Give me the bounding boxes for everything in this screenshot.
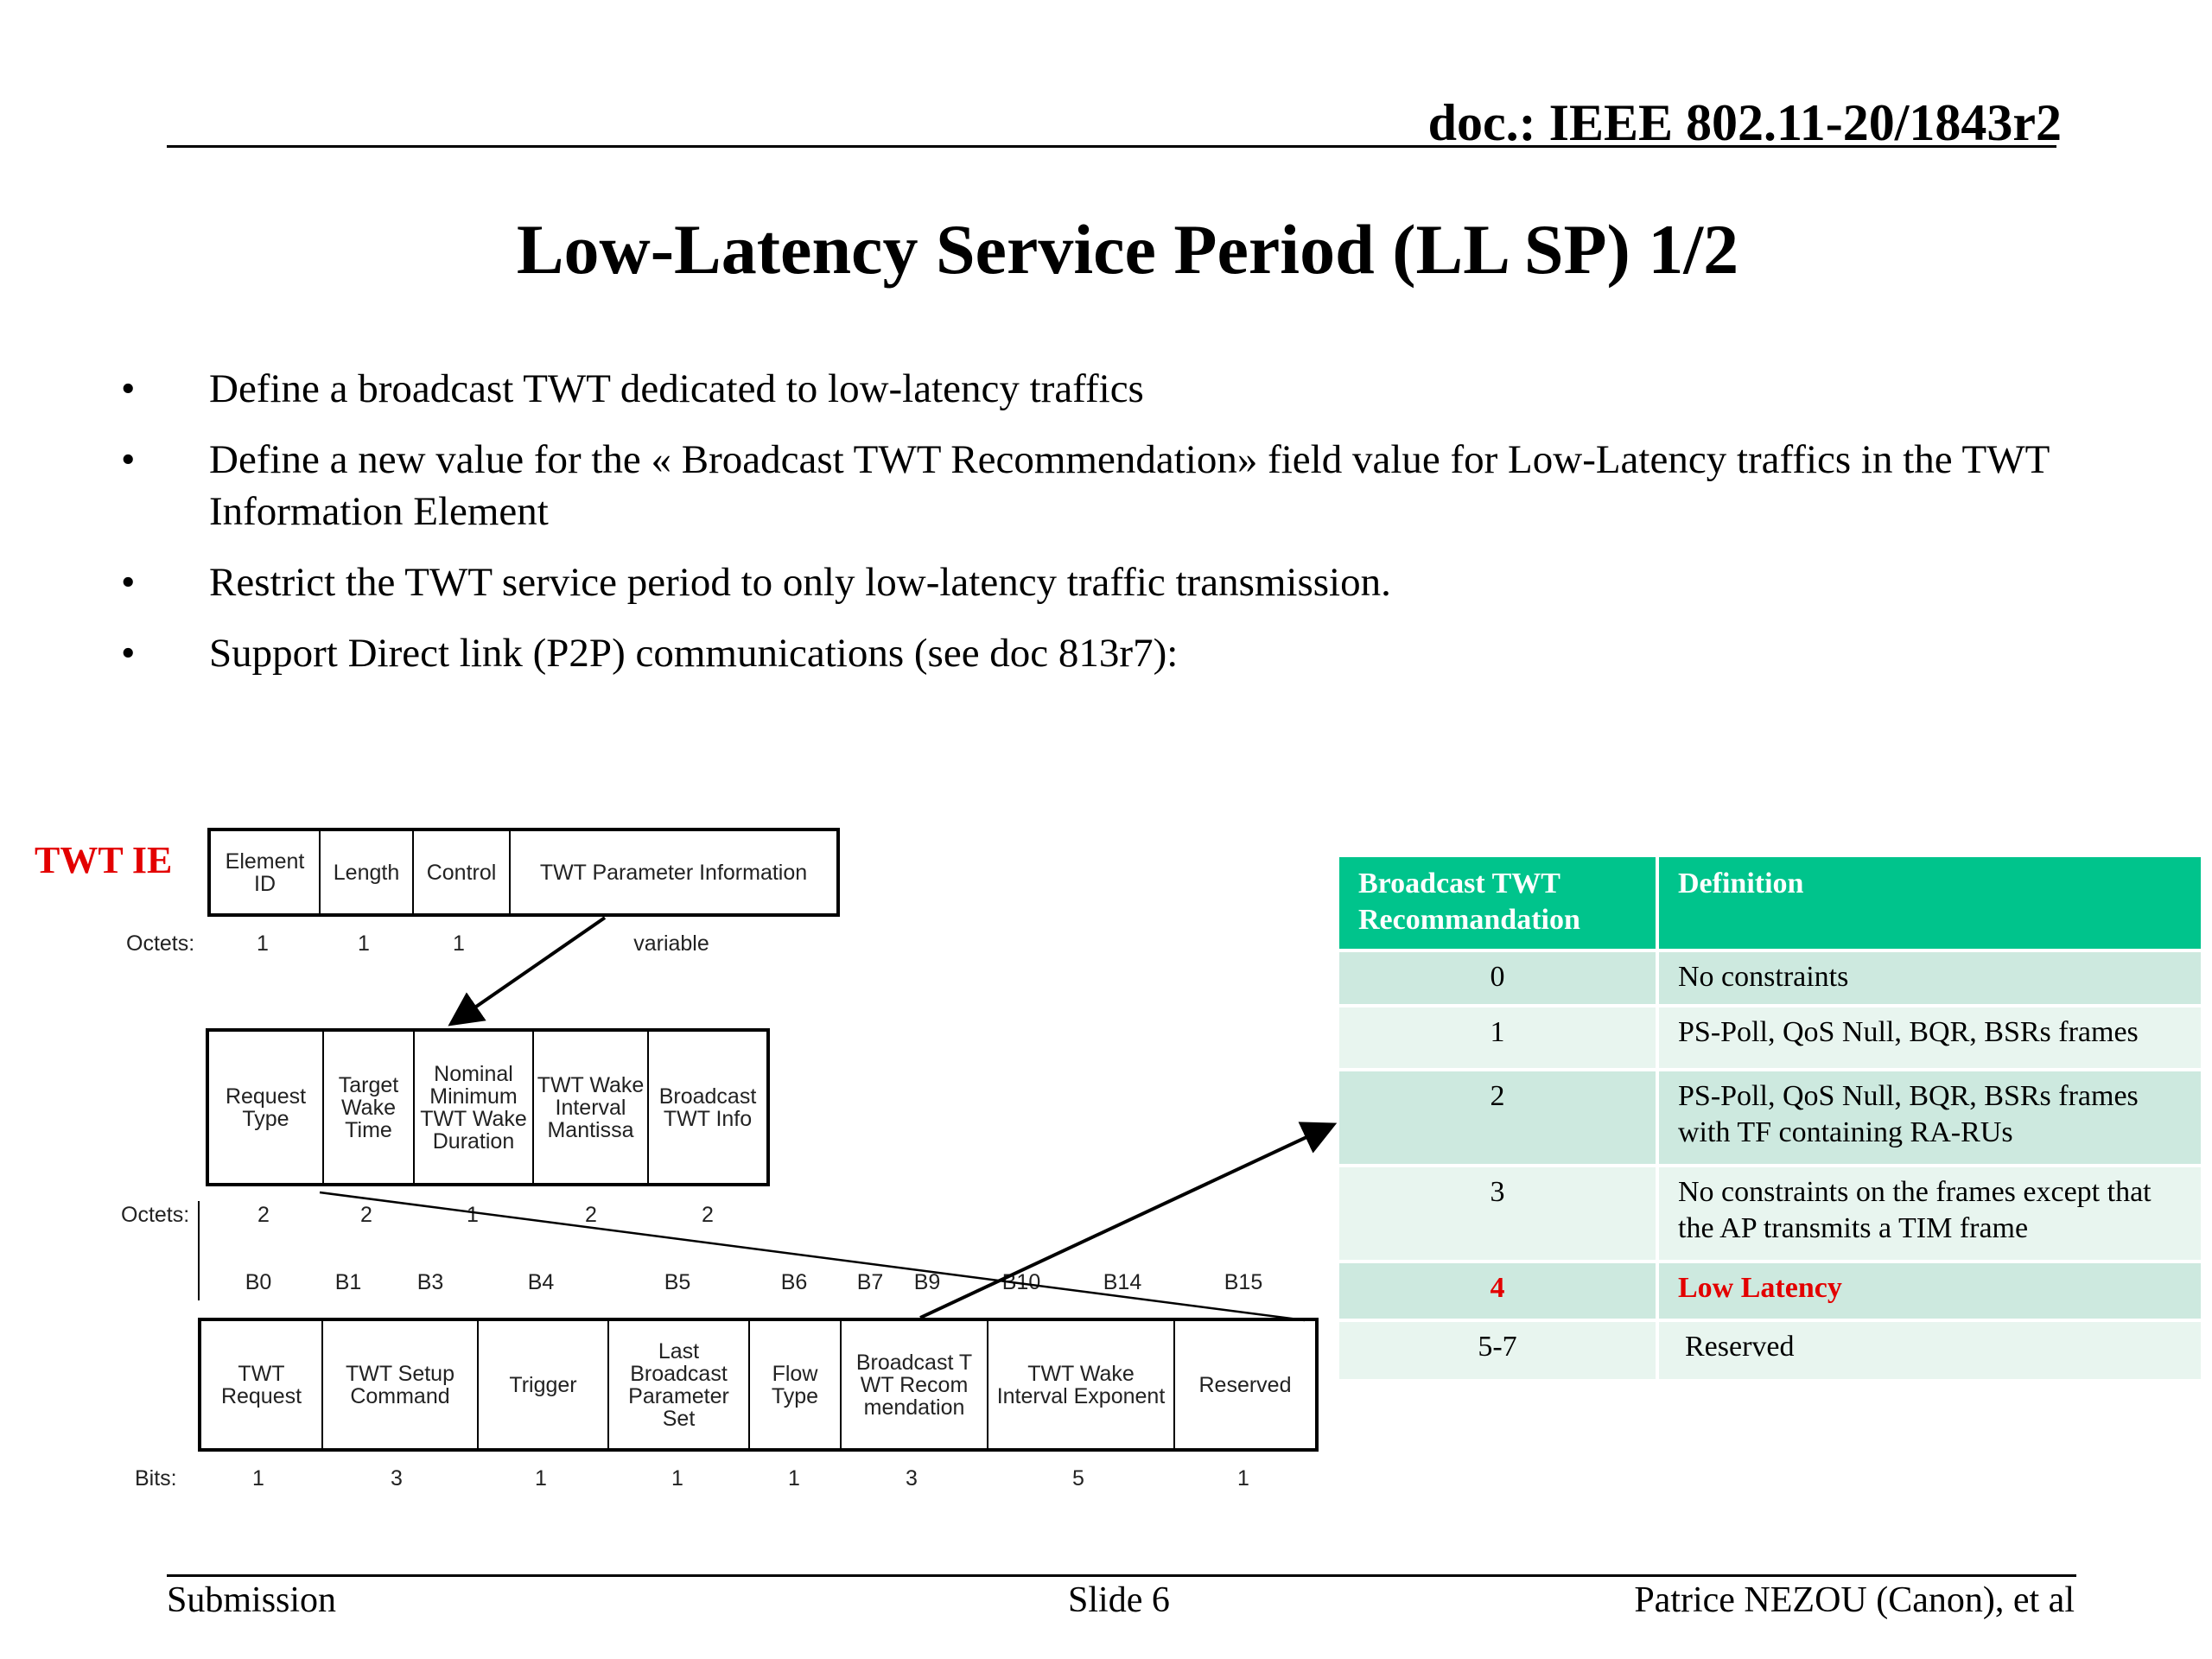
req-bit-value: 5 bbox=[1072, 1466, 1084, 1491]
bit-label: B4 bbox=[527, 1270, 555, 1294]
table-row: 1 PS-Poll, QoS Null, BQR, BSRs frames bbox=[1339, 1004, 2201, 1068]
table-cell-value: 2 bbox=[1339, 1071, 1659, 1164]
table-cell-value: 5-7 bbox=[1339, 1322, 1659, 1379]
recommendation-table: Broadcast TWT Recommandation Definition … bbox=[1339, 857, 2201, 1379]
request-type-box: TWT Request TWT Setup Command Trigger La… bbox=[198, 1318, 1319, 1452]
table-row: 3 No constraints on the frames except th… bbox=[1339, 1164, 2201, 1260]
param-octets-label: Octets: bbox=[121, 1203, 190, 1227]
table-cell-value: 0 bbox=[1339, 952, 1659, 1004]
bullet-marker: • bbox=[121, 366, 136, 411]
param-octet-value: 2 bbox=[257, 1203, 270, 1227]
param-octet-value: 2 bbox=[702, 1203, 714, 1227]
req-bit-value: 1 bbox=[1237, 1466, 1249, 1491]
table-row: 5-7 Reserved bbox=[1339, 1319, 2201, 1379]
field-twt-setup-command: TWT Setup Command bbox=[323, 1321, 479, 1448]
field-reserved: Reserved bbox=[1198, 1372, 1292, 1397]
bit-label: B5 bbox=[664, 1270, 691, 1294]
ie-octets-label: Octets: bbox=[126, 931, 195, 956]
bullet-marker: • bbox=[121, 631, 136, 676]
footer-author: Patrice NEZOU (Canon), et al bbox=[1634, 1580, 2075, 1620]
bullet-marker: • bbox=[121, 560, 136, 605]
footer-slide-number: Slide 6 bbox=[1068, 1580, 1170, 1620]
param-octet-value: 2 bbox=[585, 1203, 597, 1227]
bullet-item: •Restrict the TWT service period to only… bbox=[121, 556, 2091, 608]
table-cell-definition: No constraints on the frames except that… bbox=[1678, 1176, 2152, 1244]
table-cell-definition: Low Latency bbox=[1678, 1272, 1842, 1304]
field-flow-type: Flow Type bbox=[750, 1321, 842, 1448]
arrow-ie-to-params bbox=[448, 916, 607, 1027]
field-trigger: Trigger bbox=[479, 1321, 609, 1448]
field-target-wake-time: Target Wake Time bbox=[324, 1032, 415, 1183]
field-nominal-min-wake-duration: Nominal Minimum TWT Wake Duration bbox=[415, 1032, 534, 1183]
bit-label: B7 bbox=[856, 1270, 884, 1294]
ie-octet-value: 1 bbox=[358, 931, 370, 956]
bit-label: B15 bbox=[1224, 1270, 1263, 1294]
table-cell-value: 1 bbox=[1339, 1007, 1659, 1068]
table-cell-value: 3 bbox=[1339, 1167, 1659, 1260]
bit-label: B9 bbox=[913, 1270, 941, 1294]
req-bit-value: 1 bbox=[535, 1466, 547, 1491]
footer-submission: Submission bbox=[167, 1580, 337, 1620]
table-cell-definition: PS-Poll, QoS Null, BQR, BSRs frames bbox=[1678, 1016, 2139, 1048]
bullet-item: •Define a new value for the « Broadcast … bbox=[121, 434, 2091, 537]
bullet-item: •Define a broadcast TWT dedicated to low… bbox=[121, 363, 2091, 415]
req-bit-value: 1 bbox=[671, 1466, 683, 1491]
table-row: 0 No constraints bbox=[1339, 949, 2201, 1004]
req-bits-label: Bits: bbox=[135, 1466, 177, 1491]
bullet-list: •Define a broadcast TWT dedicated to low… bbox=[121, 363, 2091, 698]
footer-rule bbox=[167, 1574, 2076, 1577]
twt-ie-format-box: Element ID Length Control TWT Parameter … bbox=[207, 828, 840, 917]
param-octet-value: 2 bbox=[360, 1203, 372, 1227]
field-length: Length bbox=[321, 831, 414, 913]
field-broadcast-twt-recommendation: Broadcast TWT Recommendation bbox=[842, 1321, 988, 1448]
table-header-cell: Definition bbox=[1678, 868, 1804, 899]
bullet-item: •Support Direct link (P2P) communication… bbox=[121, 627, 2091, 679]
bit-label: B1 bbox=[334, 1270, 362, 1294]
req-bit-value: 1 bbox=[788, 1466, 800, 1491]
req-bit-value: 3 bbox=[391, 1466, 403, 1491]
bit-label: B3 bbox=[416, 1270, 444, 1294]
field-twt-request: TWT Request bbox=[201, 1321, 323, 1448]
table-cell-definition: No constraints bbox=[1678, 961, 1849, 993]
field-twt-wake-interval-exponent: TWT Wake Interval Exponent bbox=[988, 1321, 1175, 1448]
table-header-cell: Broadcast TWT Recommandation bbox=[1339, 857, 1659, 949]
table-row: 2 PS-Poll, QoS Null, BQR, BSRs frames wi… bbox=[1339, 1068, 2201, 1164]
field-wake-interval-mantissa: TWT Wake Interval Mantissa bbox=[534, 1032, 649, 1183]
table-header: Broadcast TWT Recommandation Definition bbox=[1339, 857, 2201, 949]
req-bit-value: 3 bbox=[906, 1466, 918, 1491]
slide-title: Low-Latency Service Period (LL SP) 1/2 bbox=[516, 210, 1739, 289]
field-request-type: Request Type bbox=[209, 1032, 324, 1183]
arrow-recommendation-to-table bbox=[919, 1122, 1338, 1319]
bullet-marker: • bbox=[121, 437, 136, 482]
ie-octet-value: 1 bbox=[453, 931, 465, 956]
ie-octet-value: variable bbox=[633, 931, 709, 956]
expansion-line bbox=[319, 1191, 1306, 1322]
bit-label: B0 bbox=[245, 1270, 272, 1294]
ie-octet-value: 1 bbox=[257, 931, 269, 956]
document-id: doc.: IEEE 802.11-20/1843r2 bbox=[1427, 94, 2062, 151]
field-element-id: Element ID bbox=[211, 831, 321, 913]
req-bit-value: 1 bbox=[252, 1466, 264, 1491]
table-cell-value: 4 bbox=[1339, 1263, 1659, 1319]
param-octet-value: 1 bbox=[467, 1203, 479, 1227]
twt-parameter-box: Request Type Target Wake Time Nominal Mi… bbox=[206, 1028, 770, 1186]
twt-ie-label: TWT IE bbox=[35, 839, 173, 881]
field-twt-parameter-information: TWT Parameter Information bbox=[539, 860, 808, 885]
field-broadcast-twt-info: Broadcast TWT Info bbox=[658, 1084, 757, 1131]
field-control: Control bbox=[414, 831, 511, 913]
table-cell-definition: Reserved bbox=[1685, 1331, 1795, 1363]
bit-label: B6 bbox=[780, 1270, 808, 1294]
table-cell-definition: PS-Poll, QoS Null, BQR, BSRs frames with… bbox=[1678, 1080, 2139, 1148]
header-rule bbox=[167, 145, 2056, 148]
bit-label: B14 bbox=[1103, 1270, 1142, 1294]
table-row-highlighted: 4 Low Latency bbox=[1339, 1260, 2201, 1319]
field-last-broadcast-parameter-set: Last Broadcast Parameter Set bbox=[609, 1321, 750, 1448]
